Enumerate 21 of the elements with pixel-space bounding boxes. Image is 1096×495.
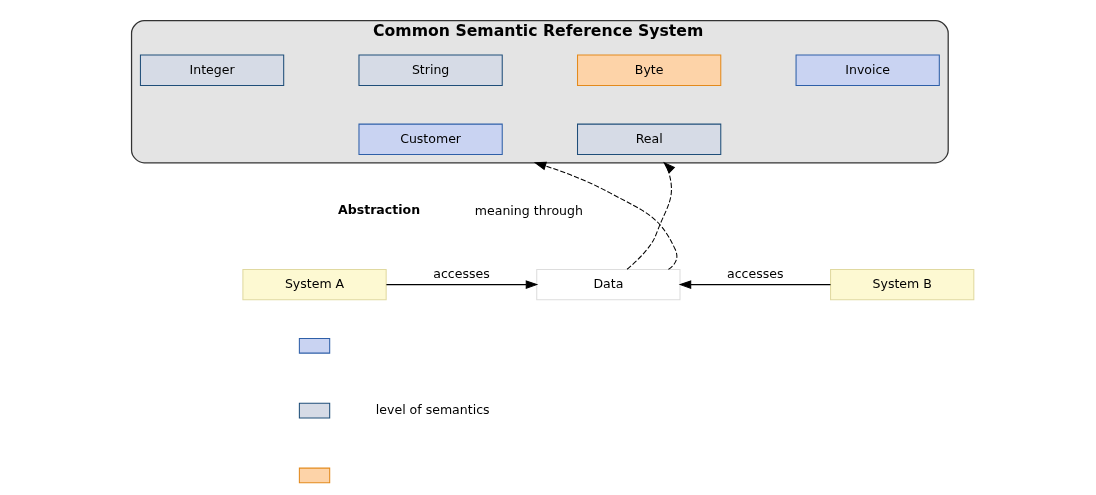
node-box	[298, 337, 330, 354]
arrow	[533, 161, 677, 270]
node-box: String	[357, 54, 503, 86]
arrow	[678, 280, 831, 289]
node-box: Byte	[576, 54, 721, 86]
label: Abstraction	[337, 202, 420, 218]
node-box: Data	[535, 268, 680, 301]
node-box: Real	[576, 123, 721, 155]
node-box	[298, 467, 330, 484]
label: level of semantics	[375, 401, 490, 417]
node-box	[298, 402, 330, 419]
node-box: System A	[241, 268, 387, 301]
node-box: Integer	[139, 54, 284, 86]
arrow	[385, 280, 538, 289]
edge-label: accesses	[432, 265, 490, 281]
node-box: Invoice	[795, 54, 940, 86]
arrow	[626, 161, 675, 270]
node-box: Customer	[357, 123, 503, 155]
edge-label: accesses	[726, 265, 784, 281]
label: meaning through	[474, 203, 583, 219]
node-box: System B	[829, 268, 974, 301]
